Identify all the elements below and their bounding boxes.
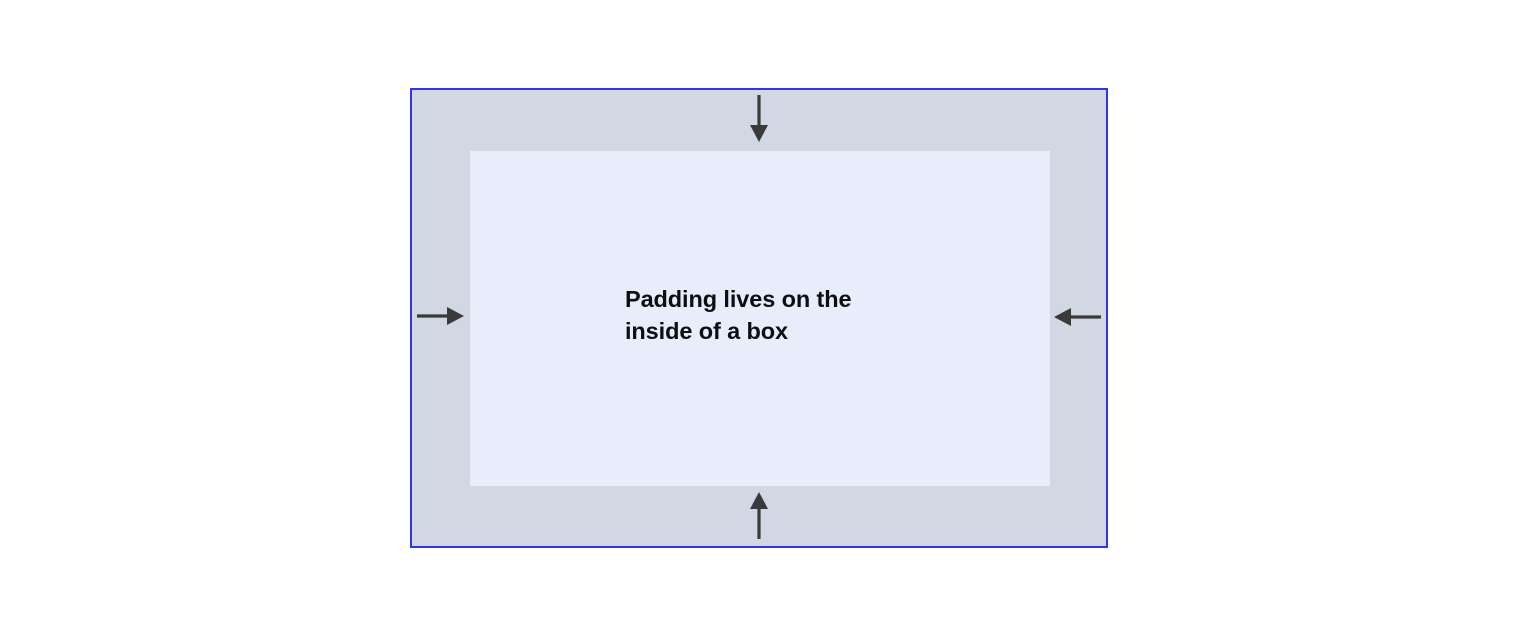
padding-arrow-right (1050, 300, 1104, 332)
padding-arrow-top (735, 92, 783, 144)
padding-arrow-left (414, 300, 468, 332)
content-label: Padding lives on the inside of a box (625, 286, 852, 344)
content-area (470, 151, 1050, 486)
arrow-right-icon (414, 300, 468, 332)
arrow-down-icon (735, 92, 783, 144)
arrow-up-icon (735, 490, 783, 542)
arrow-left-icon (1050, 300, 1104, 332)
padding-arrow-bottom (735, 490, 783, 542)
